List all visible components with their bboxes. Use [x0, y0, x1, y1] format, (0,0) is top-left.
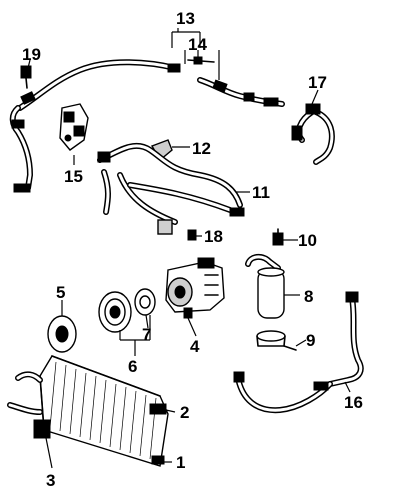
- callout-10: 10: [298, 231, 317, 250]
- callout-8: 8: [304, 287, 313, 306]
- callout-17: 17: [308, 73, 327, 92]
- callout-12: 12: [192, 139, 211, 158]
- callout-18: 18: [204, 227, 223, 246]
- callout-16: 16: [344, 393, 363, 412]
- part-7-field-coil: [134, 288, 156, 316]
- leader-lines: [27, 28, 351, 469]
- callout-6: 6: [128, 357, 137, 376]
- part-14-fitting: [187, 56, 215, 65]
- callout-15: 15: [64, 167, 83, 186]
- callout-9: 9: [306, 331, 315, 350]
- part-6-pulley: [98, 291, 132, 333]
- callout-19: 19: [22, 45, 41, 64]
- callout-1: 1: [176, 453, 185, 472]
- part-5-clutch-hub: [47, 315, 77, 353]
- callout-5: 5: [56, 283, 65, 302]
- callout-14: 14: [188, 35, 207, 54]
- liquid-line-upper: [197, 77, 285, 107]
- callout-2: 2: [180, 403, 189, 422]
- callout-7: 7: [142, 325, 151, 344]
- callout-13: 13: [176, 9, 195, 28]
- part-18-fitting: [187, 229, 197, 241]
- part-11-hose-assembly: [97, 142, 245, 235]
- part-17-hose: [291, 103, 335, 165]
- part-16-hose: [233, 291, 364, 414]
- part-15-valve-assembly: [59, 103, 89, 151]
- part-8-accumulator: [245, 254, 285, 319]
- part-19-pressure-switch: [20, 65, 32, 89]
- part-10-switch: [272, 228, 284, 246]
- callout-numbers: 13 14 19 17 15 12 11 18 10 5 8 7 9 4 6 1…: [22, 9, 363, 490]
- part-1-condenser: [7, 355, 169, 467]
- suction-hose-upper: [9, 59, 181, 193]
- callout-4: 4: [190, 337, 200, 356]
- part-9-bracket: [256, 330, 297, 351]
- part-4-compressor: [165, 257, 225, 319]
- callout-11: 11: [252, 183, 270, 202]
- callout-3: 3: [46, 471, 55, 490]
